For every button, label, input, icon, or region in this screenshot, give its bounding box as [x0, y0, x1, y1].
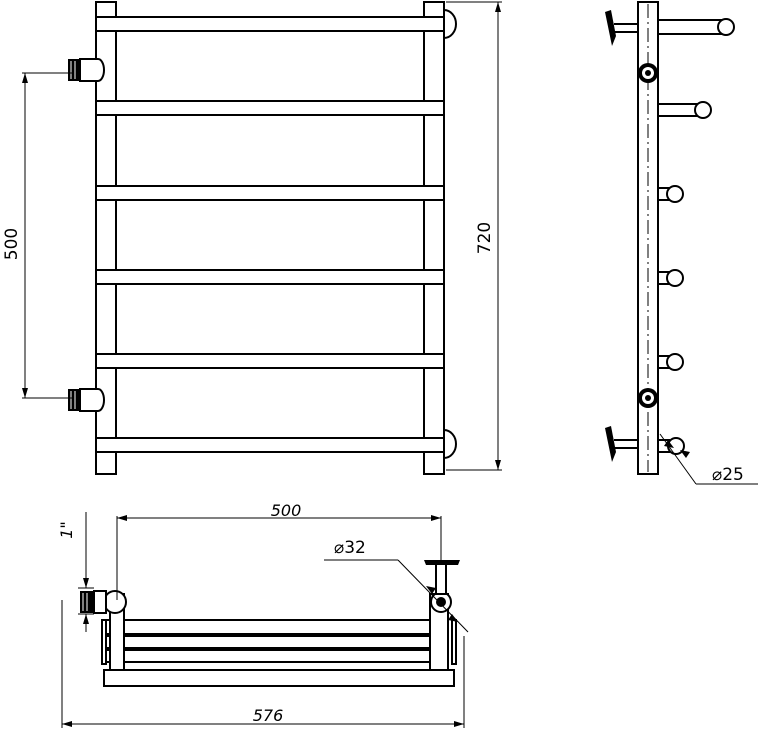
label-500-top: 500	[271, 501, 302, 520]
dimension-thread-size: 1"	[57, 512, 94, 632]
connection-fitting-top	[68, 58, 105, 82]
dimension-total-height: 720	[446, 1, 502, 471]
side-view: ⌀25	[605, 1, 758, 485]
top-bar	[105, 649, 441, 663]
label-diameter-25: ⌀25	[712, 465, 744, 485]
dimension-pipe-diameter-large: ⌀32	[324, 538, 469, 633]
top-bar-lowest	[103, 669, 455, 687]
bar	[95, 437, 445, 453]
connection-circle-top	[638, 63, 658, 83]
dimension-bottom-width: 576	[61, 600, 465, 728]
front-view: 500 720	[2, 1, 502, 475]
top-view: 500 ⌀32 1" 576	[57, 501, 469, 728]
horizontal-bars	[95, 16, 445, 453]
dimension-pipe-diameter-small: ⌀25	[659, 433, 758, 485]
wall-mount-top	[443, 9, 457, 39]
connection-fitting-bottom	[68, 388, 105, 412]
label-576: 576	[253, 706, 284, 725]
dimension-connection-distance: 500	[2, 72, 72, 399]
bar-end-views	[658, 18, 735, 455]
bar	[95, 16, 445, 32]
top-connection-fitting	[80, 590, 107, 614]
top-bar	[105, 635, 441, 649]
label-500-connection: 500	[2, 228, 22, 260]
bar	[95, 269, 445, 285]
top-bar	[105, 619, 441, 635]
bar	[95, 185, 445, 201]
label-720: 720	[475, 222, 495, 254]
top-left-pipe	[103, 590, 127, 671]
wall-bracket-bottom	[605, 426, 638, 462]
bar	[95, 353, 445, 369]
wall-mount-bottom	[443, 429, 457, 459]
bar	[95, 100, 445, 116]
label-diameter-32: ⌀32	[334, 538, 366, 558]
connection-circle-bottom	[638, 388, 658, 408]
right-vertical-pipe	[423, 1, 445, 475]
wall-bracket-top	[605, 10, 638, 46]
dimension-top-width: 500	[116, 501, 442, 600]
top-right-pipe	[429, 591, 452, 671]
label-thread-size: 1"	[57, 521, 76, 539]
